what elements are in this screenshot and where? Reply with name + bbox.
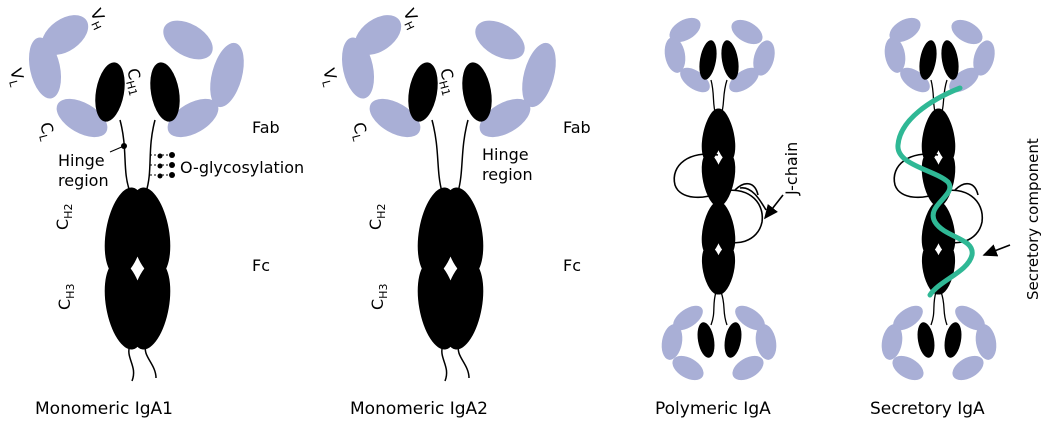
label-fab: Fab: [563, 118, 591, 137]
heavy-domain: [722, 321, 744, 359]
label-vl: VL: [3, 66, 29, 89]
label-hinge-1: Hinge: [58, 151, 105, 170]
label-j-chain: J-chain: [782, 142, 801, 196]
tail-left: [129, 345, 134, 381]
vh-domain-right: [157, 13, 220, 68]
panel-polymeric-iga: J-chain Polymeric IgA: [655, 13, 801, 419]
tail-right: [145, 345, 156, 378]
label-ch1: CH1: [433, 66, 461, 97]
antibody-dimer: [879, 13, 999, 385]
caption-polymeric-iga: Polymeric IgA: [655, 399, 771, 419]
label-hinge-2: region: [58, 171, 109, 190]
label-vl: VL: [316, 66, 342, 89]
label-ch3: CH3: [55, 284, 77, 310]
heavy-domain: [695, 321, 717, 359]
label-fc: Fc: [563, 256, 581, 275]
antibody-structure: [337, 7, 562, 381]
label-secretory-component: Secretory component: [1024, 138, 1042, 300]
antibody-structure: [24, 7, 250, 381]
secretory-component-arrow: [984, 245, 1010, 255]
label-ch3: CH3: [368, 284, 390, 310]
vh-domain-right: [469, 13, 532, 68]
label-ch1: CH1: [120, 66, 148, 97]
hinge-right: [458, 120, 468, 192]
label-oglyco: O-glycosylation: [180, 158, 304, 177]
hinge-left: [432, 120, 442, 192]
panel-monomeric-iga1: VH VL CH1 CL Fab Hinge region O-glycosyl…: [3, 6, 304, 419]
panel-secretory-iga: Secretory component Secretory IgA: [870, 13, 1042, 419]
heavy-domain: [915, 321, 937, 359]
label-hinge-1: Hinge: [482, 145, 529, 164]
hinge-pointer-dot: [121, 143, 127, 149]
label-ch2: CH2: [366, 204, 388, 230]
tail-left: [442, 345, 447, 381]
hinge-left: [120, 120, 130, 192]
label-cl: CL: [346, 120, 372, 143]
label-hinge-2: region: [482, 165, 533, 184]
label-fab: Fab: [252, 118, 280, 137]
label-cl: CL: [33, 120, 59, 143]
heavy-domain: [942, 321, 964, 359]
caption-monomeric-iga2: Monomeric IgA2: [350, 399, 488, 419]
o-glycosylation-sites: [150, 152, 175, 179]
caption-monomeric-iga1: Monomeric IgA1: [35, 399, 173, 419]
antibody-dimer: [659, 13, 779, 385]
j-chain-arrow: [765, 195, 783, 218]
hinge-right: [146, 120, 155, 192]
label-fc: Fc: [252, 256, 270, 275]
tail-right: [458, 345, 469, 378]
panel-monomeric-iga2: VH VL CH1 CL Fab Hinge region CH2 CH3 Fc…: [316, 6, 590, 419]
label-ch2: CH2: [53, 204, 75, 230]
caption-secretory-iga: Secretory IgA: [870, 399, 985, 419]
